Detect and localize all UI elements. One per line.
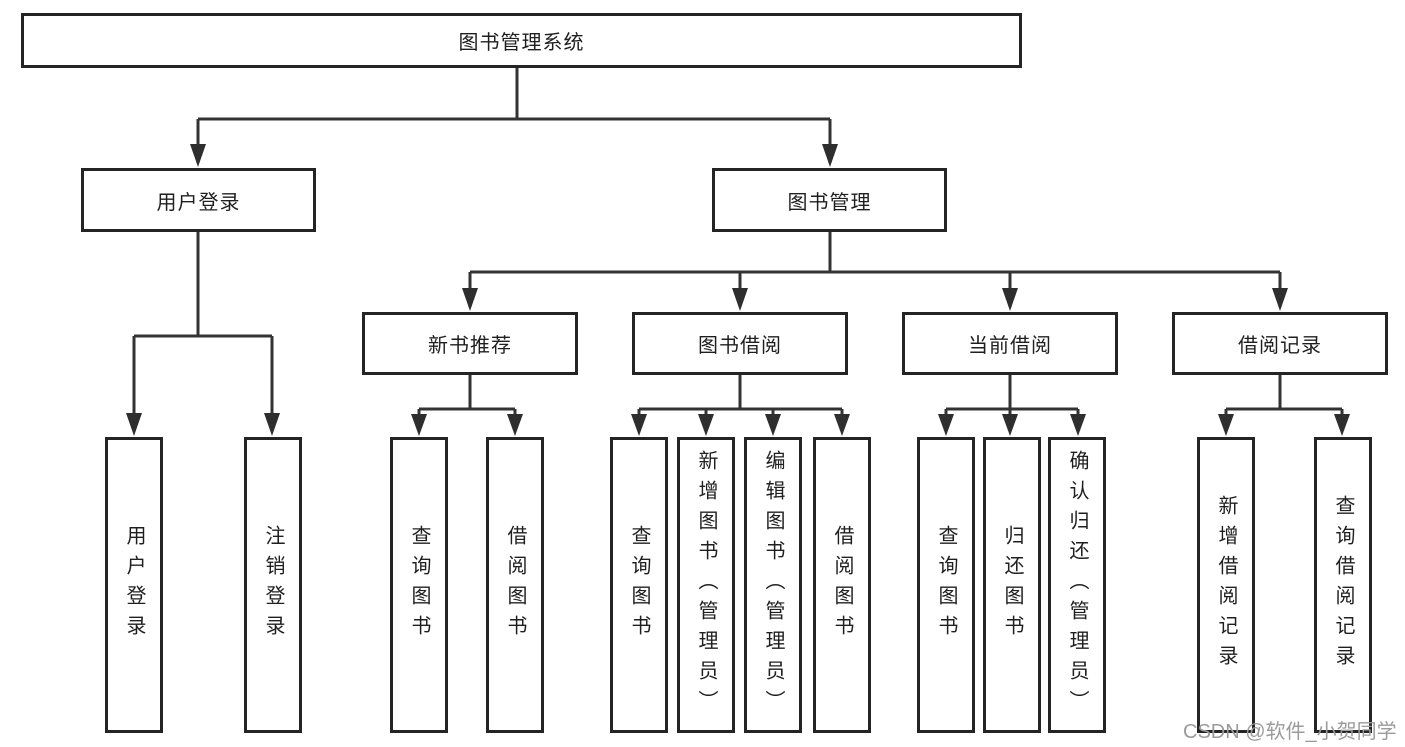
node-book-management: 图书管理 [712, 168, 947, 232]
leaf-confirm-return-admin: 确认归还（管理员） [1048, 437, 1106, 733]
arrowhead [822, 144, 838, 167]
arrowhead [1334, 414, 1350, 436]
leaf-confirm-return-admin-label: 确认归还（管理员） [1066, 450, 1088, 720]
node-root: 图书管理系统 [21, 13, 1022, 68]
leaf-return-books: 归还图书 [983, 437, 1041, 733]
leaf-add-books-admin-label: 新增图书（管理员） [695, 450, 717, 720]
arrowhead [190, 144, 206, 167]
leaf-borrow-books: 借阅图书 [813, 437, 871, 733]
leaf-logout-label: 注销登录 [262, 525, 284, 645]
node-borrow-records-label: 借阅记录 [1238, 335, 1322, 357]
leaf-query-books-current-label: 查询图书 [935, 525, 957, 645]
node-new-book-recommend: 新书推荐 [362, 312, 578, 375]
node-borrow-records: 借阅记录 [1172, 312, 1388, 375]
arrowhead [938, 414, 954, 436]
connector-root-split [196, 68, 832, 145]
leaf-user-login-label: 用户登录 [123, 525, 145, 645]
connector-user-login-split [132, 232, 274, 414]
arrowhead [834, 414, 850, 436]
arrowhead [1218, 414, 1234, 436]
arrowhead [462, 288, 478, 311]
leaf-add-borrow-record: 新增借阅记录 [1197, 437, 1255, 733]
arrowhead [264, 413, 280, 436]
connector-level3-splits [417, 375, 1344, 416]
node-user-login: 用户登录 [81, 168, 316, 232]
arrowhead [1070, 414, 1086, 436]
leaf-query-books-current: 查询图书 [917, 437, 975, 733]
leaf-query-borrow-record-label: 查询借阅记录 [1332, 495, 1354, 675]
leaf-logout: 注销登录 [244, 437, 302, 733]
leaf-query-books-borrow: 查询图书 [610, 437, 668, 733]
arrowhead [1002, 414, 1018, 436]
leaf-borrow-books-label: 借阅图书 [831, 525, 853, 645]
node-current-borrow-label: 当前借阅 [968, 335, 1052, 357]
arrowhead [698, 414, 714, 436]
arrowhead [507, 414, 523, 436]
leaf-query-books-recommend-label: 查询图书 [408, 525, 430, 645]
leaf-borrow-books-recommend-label: 借阅图书 [504, 525, 526, 645]
arrowhead [732, 288, 748, 311]
node-book-borrow-label: 图书借阅 [698, 335, 782, 357]
node-book-management-label: 图书管理 [787, 191, 872, 214]
arrowhead [631, 414, 647, 436]
leaf-user-login: 用户登录 [105, 437, 163, 733]
arrowhead [1272, 288, 1288, 311]
leaf-query-books-borrow-label: 查询图书 [628, 525, 650, 645]
arrowhead [126, 413, 142, 436]
leaf-add-books-admin: 新增图书（管理员） [677, 437, 735, 733]
arrowhead [1002, 288, 1018, 311]
leaf-borrow-books-recommend: 借阅图书 [486, 437, 544, 733]
leaf-add-borrow-record-label: 新增借阅记录 [1215, 495, 1237, 675]
leaf-query-borrow-record: 查询借阅记录 [1314, 437, 1372, 733]
watermark: CSDN @软件_小贺同学 [1183, 721, 1397, 743]
arrowhead [411, 414, 427, 436]
leaf-edit-books-admin: 编辑图书（管理员） [744, 437, 802, 733]
leaf-edit-books-admin-label: 编辑图书（管理员） [762, 450, 784, 720]
leaf-return-books-label: 归还图书 [1001, 525, 1023, 645]
node-new-book-recommend-label: 新书推荐 [428, 335, 512, 357]
node-user-login-label: 用户登录 [156, 191, 241, 214]
node-book-borrow: 图书借阅 [632, 312, 848, 375]
connector-book-management-split [468, 232, 1282, 290]
arrowhead [765, 414, 781, 436]
node-root-label: 图书管理系统 [458, 32, 585, 54]
node-current-borrow: 当前借阅 [902, 312, 1118, 375]
leaf-query-books-recommend: 查询图书 [390, 437, 448, 733]
